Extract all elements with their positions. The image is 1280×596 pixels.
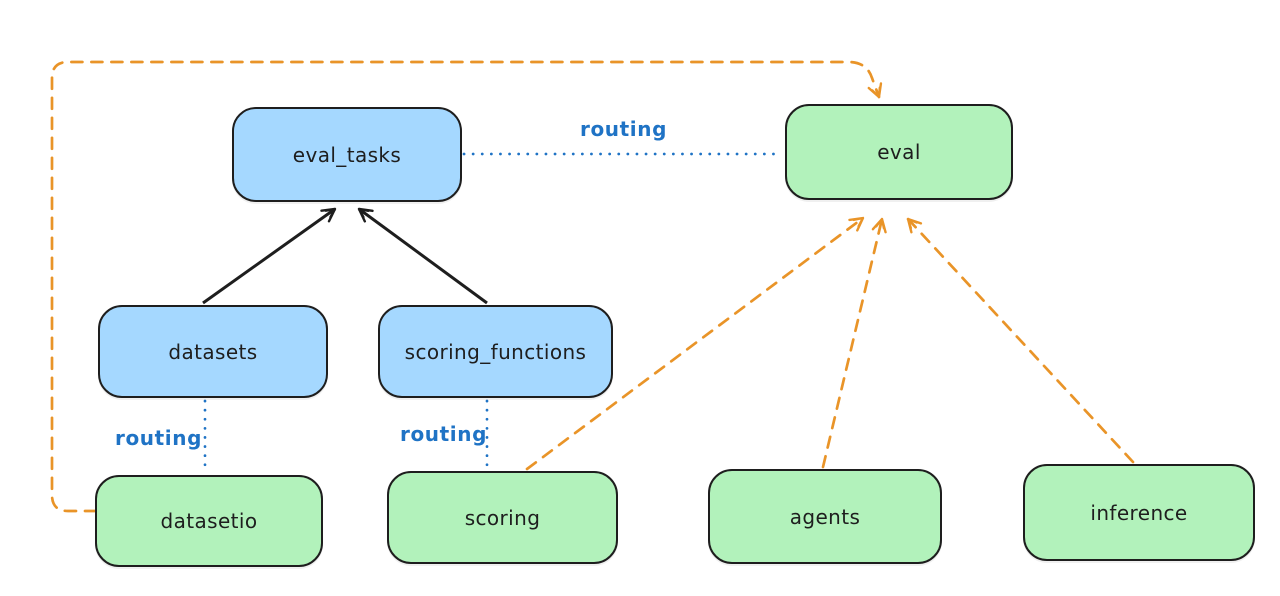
node-datasets: datasets [98, 305, 328, 398]
node-eval-tasks-label: eval_tasks [292, 142, 402, 167]
edge-datasets-to-eval_tasks [202, 207, 337, 305]
routing-label-datasets-datasetio: routing [115, 426, 203, 450]
node-scoring-label: scoring [464, 505, 541, 530]
node-eval-tasks: eval_tasks [232, 107, 462, 202]
node-datasetio: datasetio [95, 475, 323, 567]
edge-datasetio-to-eval [50, 60, 883, 513]
node-inference-label: inference [1090, 500, 1188, 525]
node-datasets-label: datasets [168, 339, 258, 364]
node-scoring-functions-label: scoring_functions [404, 339, 587, 364]
routing-label-eval-tasks-eval: routing [580, 117, 668, 141]
edge-scoring-to-eval [525, 216, 865, 471]
node-scoring: scoring [387, 471, 618, 564]
routing-label-scoring-functions-scoring: routing [400, 422, 488, 446]
node-scoring-functions: scoring_functions [378, 305, 613, 398]
edge-inference-to-eval [906, 217, 1135, 464]
node-datasetio-label: datasetio [160, 509, 258, 533]
node-eval-label: eval [877, 140, 921, 164]
node-agents-label: agents [789, 504, 861, 529]
edge-agents-to-eval [821, 217, 887, 469]
node-agents: agents [708, 469, 942, 564]
node-eval: eval [785, 104, 1013, 200]
node-inference: inference [1023, 464, 1255, 561]
edge-scoring_functions-to-eval_tasks [357, 207, 488, 305]
